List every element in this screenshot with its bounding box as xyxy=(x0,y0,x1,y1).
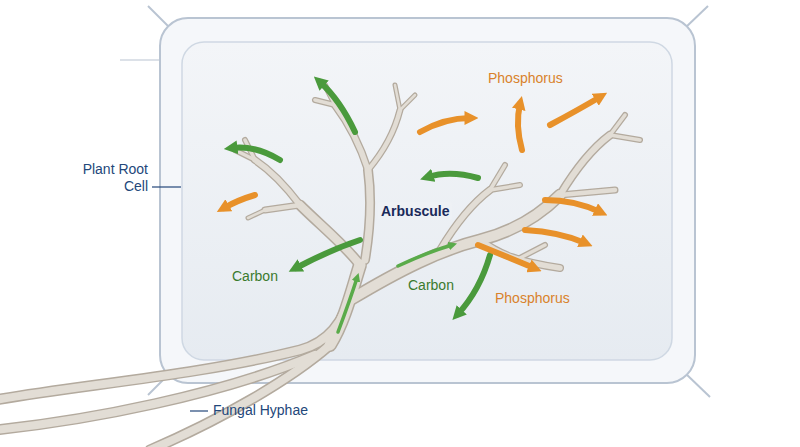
nutrient-label: Phosphorus xyxy=(495,290,570,306)
nutrient-label: Phosphorus xyxy=(488,70,563,86)
hyphae-label: Fungal Hyphae xyxy=(213,402,308,419)
carbon-arrow xyxy=(232,82,490,314)
nutrient-label: Phosphorus xyxy=(495,290,570,307)
leader-line xyxy=(152,187,208,411)
arbuscule-outline xyxy=(0,85,640,447)
nutrient-label: Carbon xyxy=(232,268,278,284)
cell-label: Plant Root Cell xyxy=(66,161,148,195)
structure-label: Arbuscule xyxy=(378,202,452,220)
root-cell-wall xyxy=(160,18,695,383)
nutrient-label: Carbon xyxy=(408,277,454,294)
nutrient-label: Carbon xyxy=(232,268,278,285)
structure-label: Arbuscule xyxy=(378,203,452,220)
cell-label: Plant Root Cell xyxy=(83,161,148,194)
hyphae-label: Fungal Hyphae xyxy=(213,402,308,418)
arbuscule-fill xyxy=(0,85,640,447)
nutrient-label: Carbon xyxy=(408,277,454,293)
cell-membrane xyxy=(182,42,672,360)
cell-wall xyxy=(120,6,710,397)
nutrient-label: Phosphorus xyxy=(488,70,563,87)
phosphorus-arrow xyxy=(224,97,600,268)
